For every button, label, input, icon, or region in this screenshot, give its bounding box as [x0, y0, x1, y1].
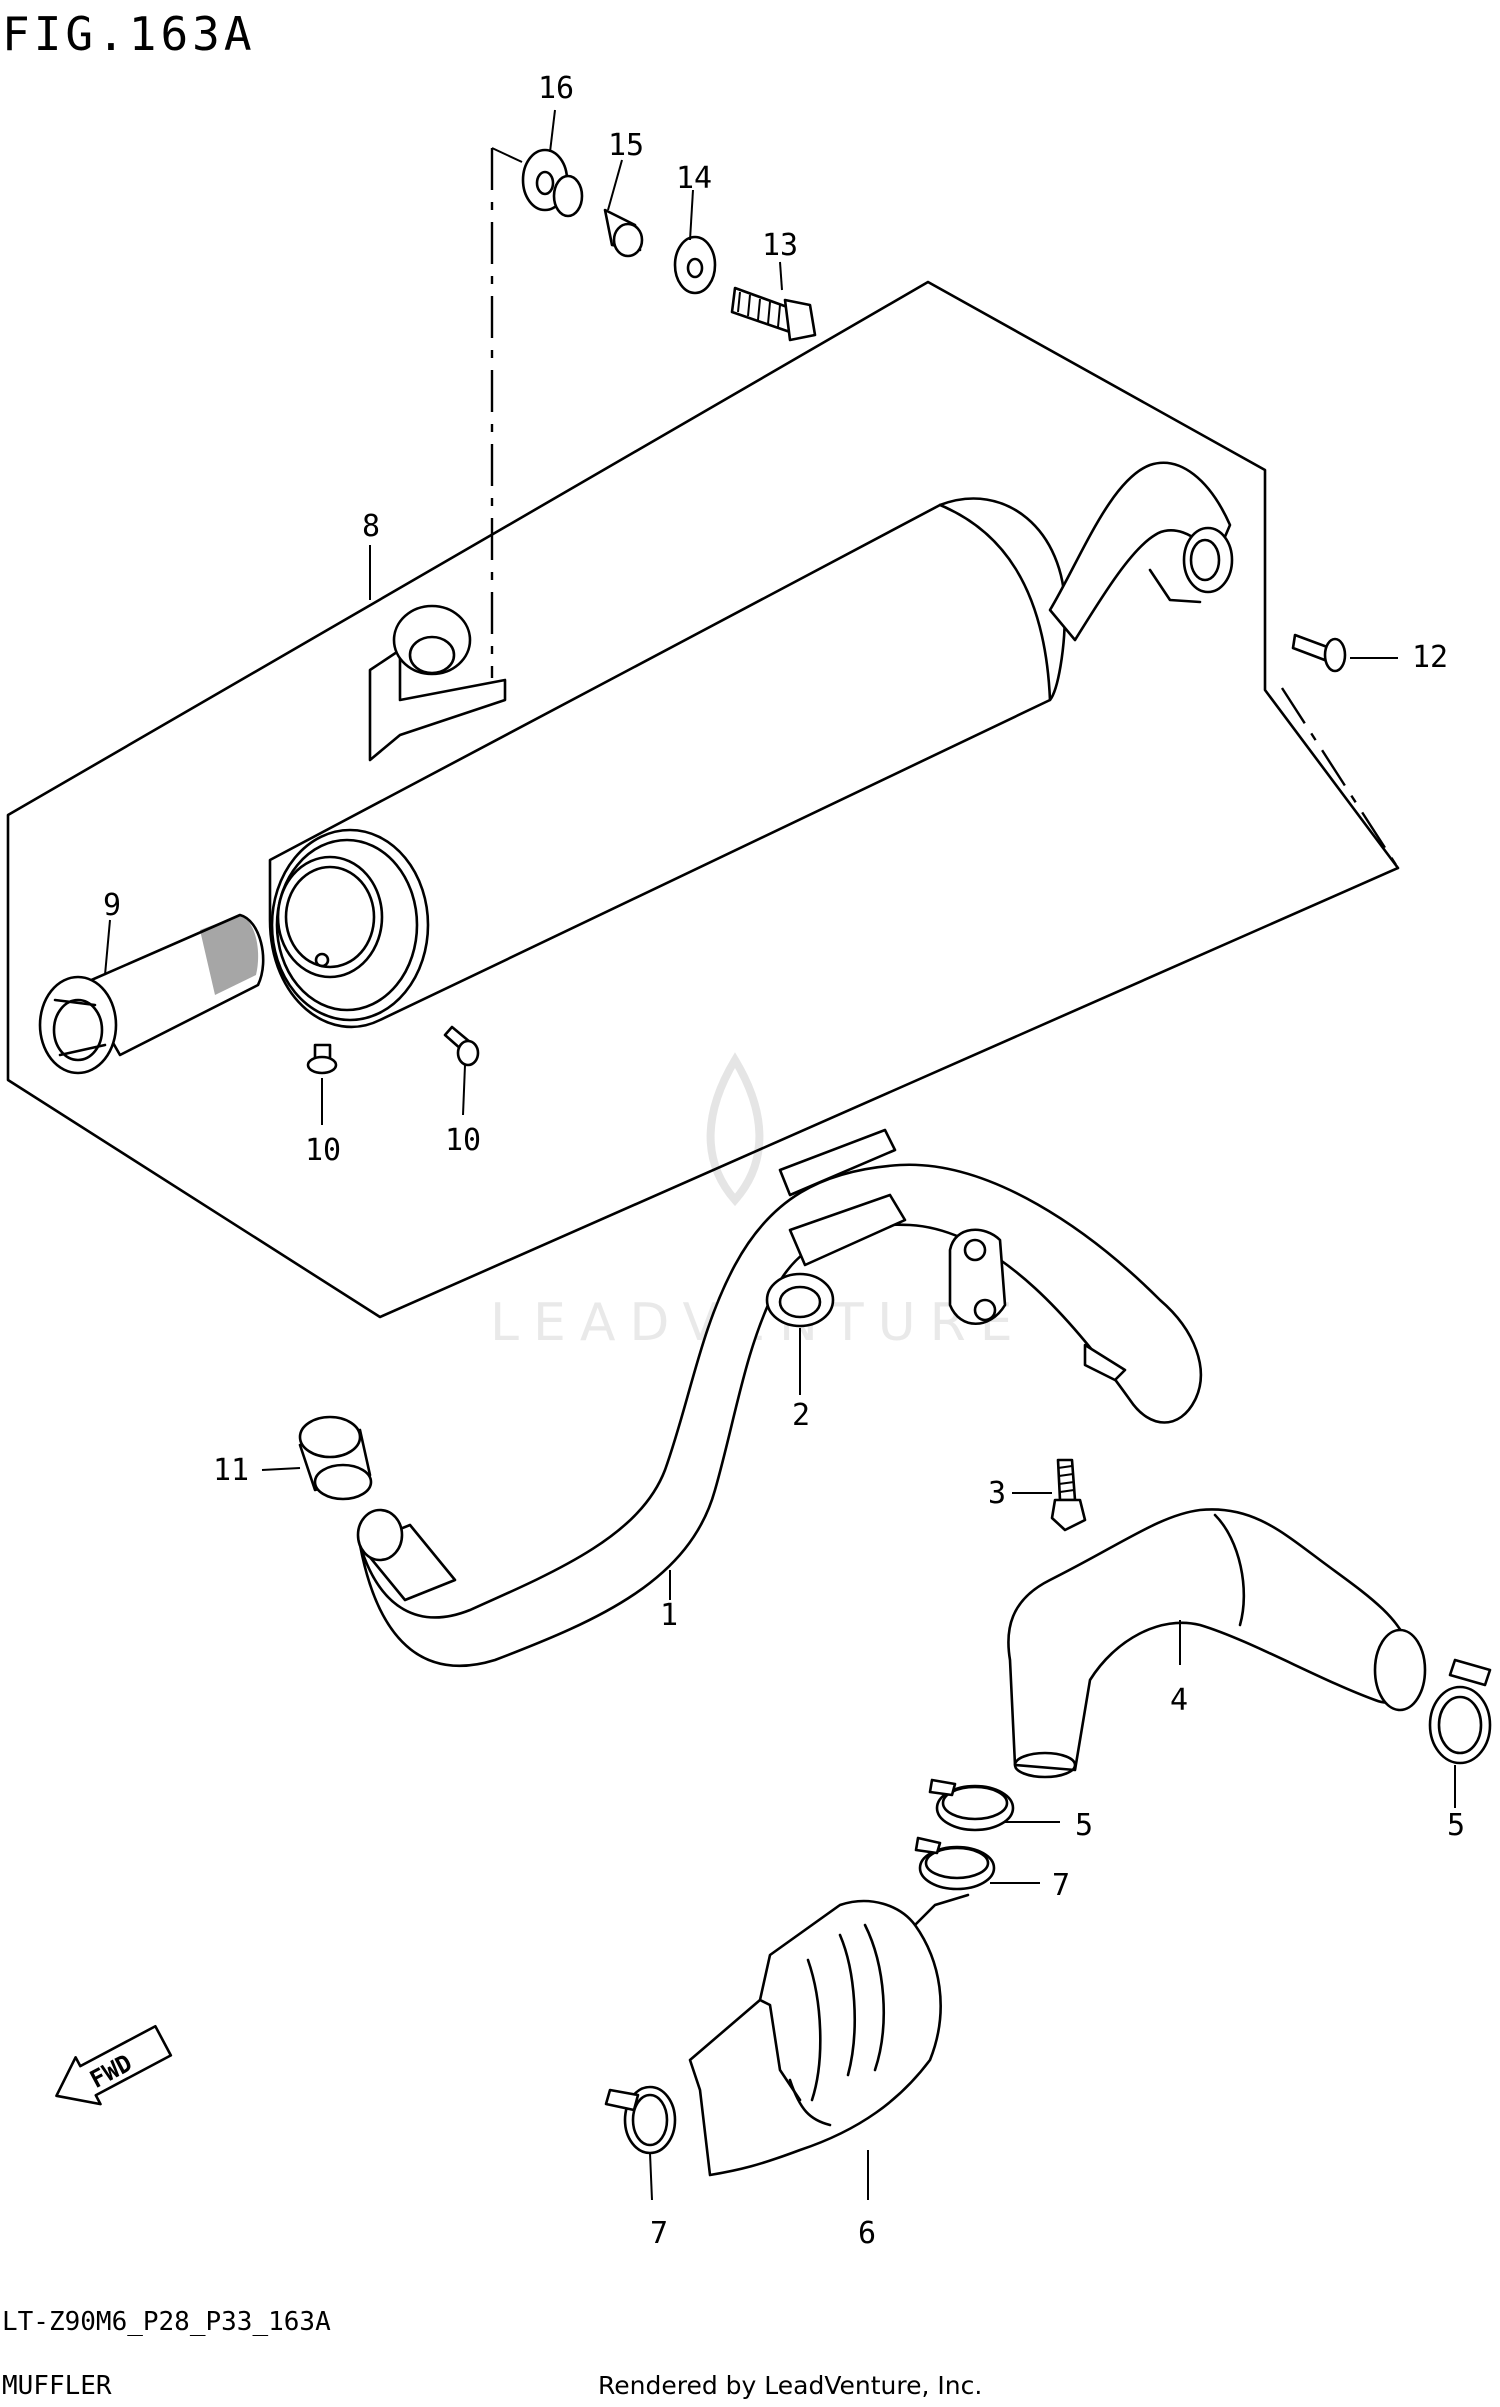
exhaust-pipe: [356, 1128, 1203, 1668]
forward-direction-arrow: FWD: [55, 2024, 173, 2106]
callout-9: 9: [103, 888, 121, 923]
callout-5-left: 5: [1075, 1808, 1093, 1843]
mount-hardware: [521, 148, 817, 342]
credit-line: Rendered by LeadVenture, Inc.: [598, 2371, 982, 2400]
callout-7-upper: 7: [1052, 1868, 1070, 1903]
callout-15: 15: [608, 128, 644, 163]
callout-4: 4: [1170, 1683, 1188, 1718]
callout-5-right: 5: [1447, 1808, 1465, 1843]
callout-14: 14: [676, 161, 712, 196]
callout-10-left: 10: [305, 1133, 341, 1168]
callout-7-lower: 7: [650, 2216, 668, 2251]
screw-12: [1291, 633, 1347, 673]
clamp-5-left: [928, 1778, 1015, 1832]
callout-1: 1: [660, 1598, 678, 1633]
screw-10-left: [306, 1043, 338, 1075]
exhaust-joint: [298, 1415, 373, 1501]
callout-12: 12: [1412, 640, 1448, 675]
muffler-assembly-outline: [6, 280, 1400, 1319]
tailpipe-dash-line: [1280, 687, 1400, 869]
section-name: MUFFLER: [2, 2371, 112, 2401]
connecting-pipe: [1007, 1508, 1427, 1779]
heat-shield: [688, 1893, 970, 2177]
callout-10-right: 10: [445, 1123, 481, 1158]
clamp-7-upper: [914, 1836, 996, 1891]
callout-2: 2: [792, 1398, 810, 1433]
callout-6: 6: [858, 2216, 876, 2251]
leader-lines: [104, 109, 1456, 2201]
gasket: [765, 1272, 835, 1328]
callout-11: 11: [213, 1453, 249, 1488]
model-code: LT-Z90M6_P28_P33_163A: [2, 2307, 331, 2337]
figure-title: FIG.163A: [2, 7, 256, 61]
spark-arrestor: [38, 913, 265, 1075]
clamp-5-right: [1428, 1658, 1492, 1765]
screw-10-right: [443, 1025, 480, 1067]
callout-13: 13: [762, 228, 798, 263]
callout-8: 8: [362, 509, 380, 544]
callout-16: 16: [538, 71, 574, 106]
callout-3: 3: [988, 1476, 1006, 1511]
muffler-body: [268, 461, 1234, 1029]
clamp-7-lower: [604, 2085, 677, 2155]
bolt-3: [1050, 1458, 1087, 1532]
callout-numbers: 16 15 14 13 8 12 9 10 10 2 11 3 1 4 5 5 …: [103, 71, 1465, 2251]
